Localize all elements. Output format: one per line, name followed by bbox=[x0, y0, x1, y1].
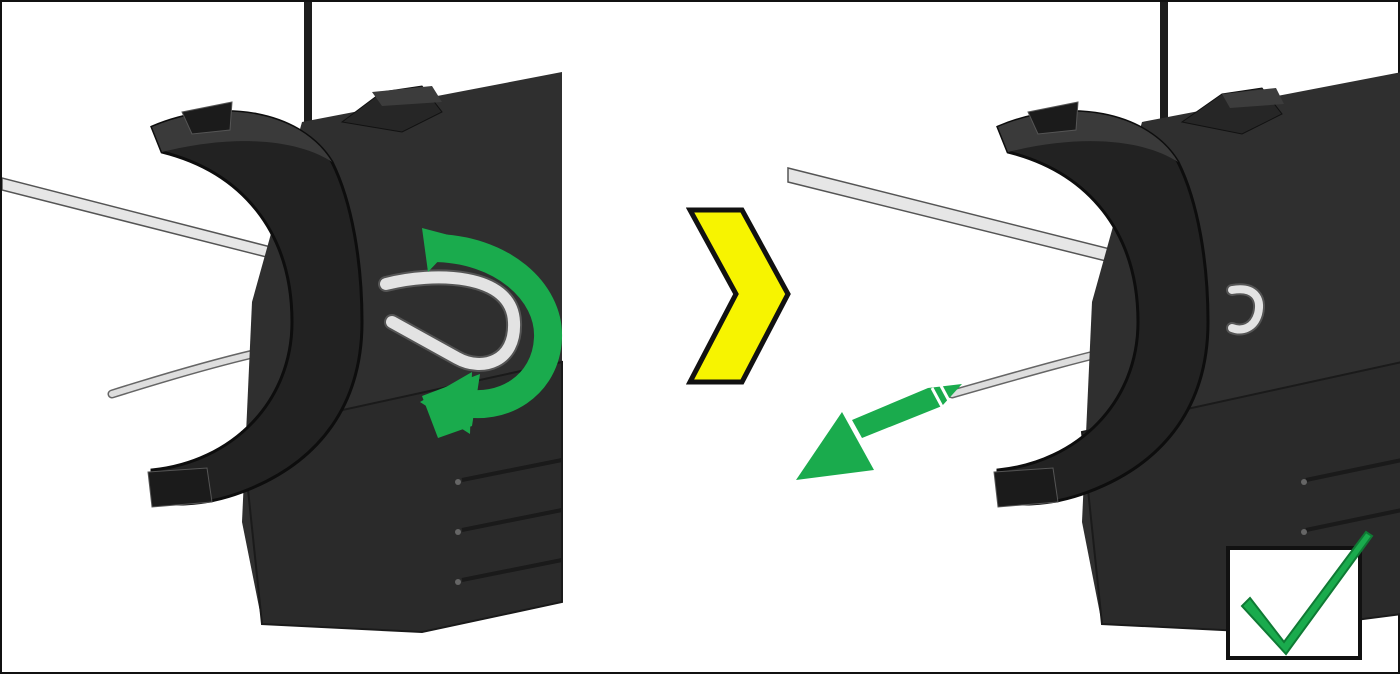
vent-dot bbox=[455, 579, 461, 585]
vent-dot bbox=[1301, 479, 1307, 485]
ring-bottom-clip bbox=[148, 468, 212, 507]
vent-dot bbox=[455, 529, 461, 535]
step-2-panel bbox=[702, 2, 1400, 676]
vent-dot bbox=[1301, 529, 1307, 535]
step-2-illustration bbox=[702, 2, 1400, 676]
ring-top-clip bbox=[1028, 102, 1078, 134]
ring-top-clip bbox=[182, 102, 232, 134]
step-1-panel bbox=[2, 2, 702, 676]
ring-bottom-clip bbox=[994, 468, 1058, 507]
green-check-icon bbox=[1228, 532, 1372, 658]
straight-green-arrow-icon bbox=[796, 384, 962, 480]
vent-dot bbox=[455, 479, 461, 485]
step-1-illustration bbox=[2, 2, 702, 676]
